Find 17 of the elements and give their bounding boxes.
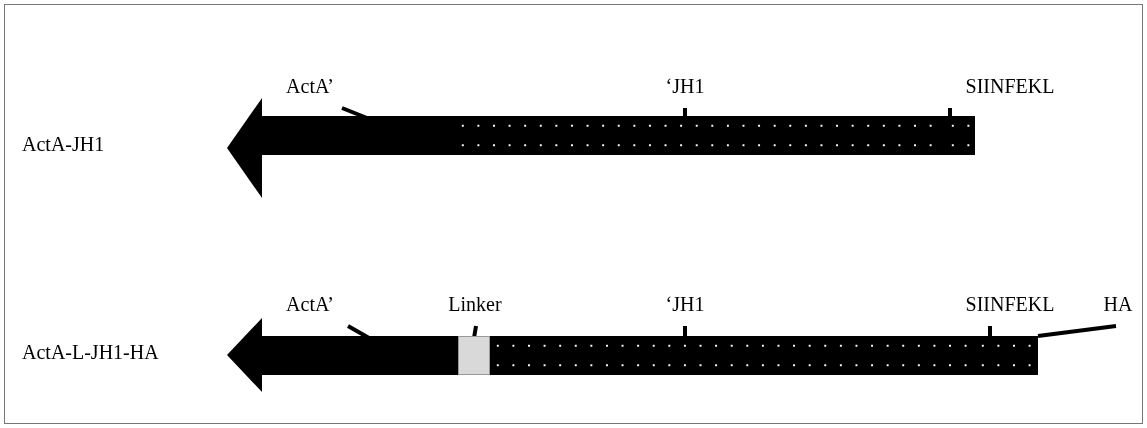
part-label: ‘JH1 xyxy=(665,294,705,314)
dotted-bar-segment xyxy=(945,116,975,155)
part-label: ActA’ xyxy=(286,294,334,314)
part-label: Linker xyxy=(448,294,502,314)
part-label: SIINFEKL xyxy=(965,76,1055,96)
linker-segment xyxy=(458,336,490,375)
part-label: HA xyxy=(1103,294,1133,314)
arrow-segment xyxy=(227,98,455,198)
dotted-bar-segment xyxy=(975,336,1038,375)
leader-line xyxy=(1037,324,1117,338)
dotted-bar-segment xyxy=(490,336,975,375)
part-label: ‘JH1 xyxy=(665,76,705,96)
part-label: ActA’ xyxy=(286,76,334,96)
part-label: SIINFEKL xyxy=(965,294,1055,314)
construct-name: ActA-L-JH1-HA xyxy=(22,342,159,362)
construct-name: ActA-JH1 xyxy=(22,134,105,154)
arrow-segment xyxy=(227,318,458,392)
